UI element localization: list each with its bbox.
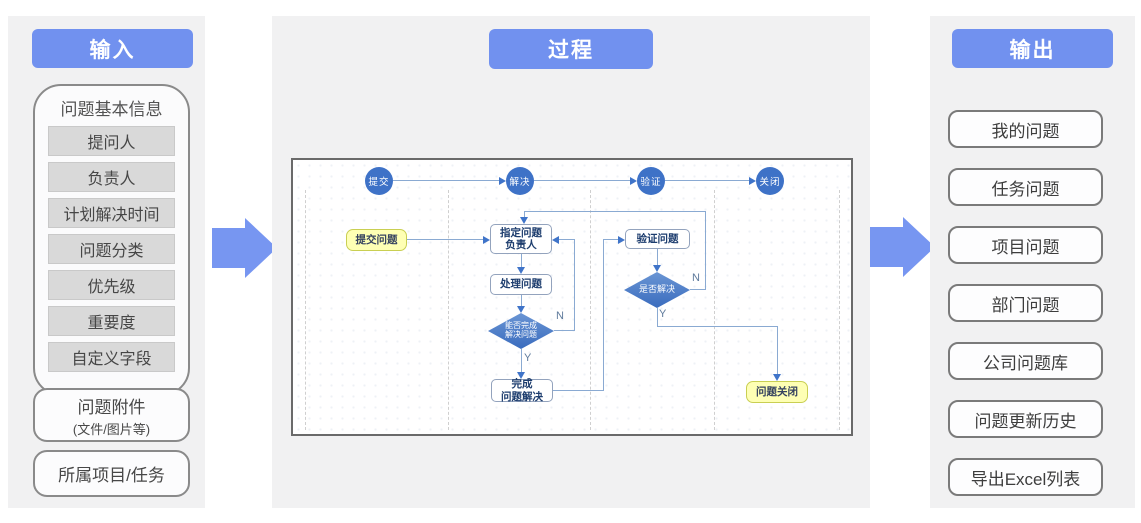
connector-line: [603, 239, 604, 391]
input-panel: 输入 问题基本信息 提问人 负责人 计划解决时间 问题分类 优先级 重要度 自定…: [8, 16, 205, 508]
output-panel: 输出 我的问题 任务问题 项目问题 部门问题 公司问题库 问题更新历史 导出Ex…: [930, 16, 1135, 508]
label-can-finish-no: N: [556, 310, 564, 322]
connector-line: [534, 180, 630, 181]
arrowhead-down-icon: [773, 374, 781, 381]
attachment-subtitle: (文件/图片等): [72, 421, 151, 437]
lane-divider: [839, 190, 840, 430]
attachment-title: 问题附件: [77, 397, 146, 417]
group-item-asker: 提问人: [48, 126, 175, 156]
process-panel: 过程 提交 解决 验证 关闭 提交问题 指定问题 负责人 处理问题 能否完成: [272, 16, 870, 508]
output-task-issues: 任务问题: [948, 168, 1103, 206]
arrowhead-down-icon: [653, 265, 661, 272]
connector-line: [554, 330, 574, 331]
connector-line: [574, 239, 575, 331]
arrowhead-right-icon: [749, 177, 756, 185]
arrow-input-to-process: [212, 218, 277, 278]
output-update-history: 问题更新历史: [948, 400, 1103, 438]
output-panel-title: 输出: [952, 29, 1113, 68]
arrow-bar: [870, 227, 903, 267]
connector-line: [524, 211, 705, 212]
project-task-box: 所属项目/任务: [33, 450, 190, 497]
output-export-excel: 导出Excel列表: [948, 458, 1103, 496]
connector-line: [521, 254, 522, 267]
arrow-process-to-output: [870, 217, 935, 277]
connector-line: [393, 180, 499, 181]
node-handle-issue: 处理问题: [490, 274, 552, 295]
group-item-plan-time: 计划解决时间: [48, 198, 175, 228]
arrow-head: [903, 217, 935, 277]
node-assign-owner: 指定问题 负责人: [490, 224, 552, 254]
output-project-issues: 项目问题: [948, 226, 1103, 264]
connector-line: [603, 239, 618, 240]
label-resolved-no: N: [692, 272, 700, 284]
arrowhead-right-icon: [483, 236, 490, 244]
label-can-finish-yes: Y: [524, 352, 532, 364]
arrowhead-right-icon: [618, 236, 625, 244]
label-resolved-yes: Y: [659, 308, 667, 320]
connector-line: [553, 390, 603, 391]
process-panel-title: 过程: [489, 29, 653, 69]
connector-line: [657, 249, 658, 265]
group-item-importance: 重要度: [48, 306, 175, 336]
stage-resolve: 解决: [506, 167, 534, 195]
group-item-priority: 优先级: [48, 270, 175, 300]
stage-submit: 提交: [365, 167, 393, 195]
lane-divider: [714, 190, 715, 430]
lane-divider: [305, 190, 306, 430]
decision-resolved: 是否解决: [624, 272, 690, 308]
connector-line: [524, 211, 525, 217]
stage-verify: 验证: [637, 167, 665, 195]
arrowhead-right-icon: [630, 177, 637, 185]
issue-basic-info-group: 问题基本信息 提问人 负责人 计划解决时间 问题分类 优先级 重要度 自定义字段: [33, 84, 190, 396]
connector-line: [777, 326, 778, 374]
connector-line: [559, 239, 574, 240]
arrowhead-down-icon: [517, 267, 525, 274]
output-company-library: 公司问题库: [948, 342, 1103, 380]
node-submit-issue: 提交问题: [346, 229, 407, 251]
output-my-issues: 我的问题: [948, 110, 1103, 148]
node-close-issue: 问题关闭: [746, 381, 808, 403]
connector-line: [657, 326, 777, 327]
arrowhead-right-icon: [499, 177, 506, 185]
group-item-category: 问题分类: [48, 234, 175, 264]
output-dept-issues: 部门问题: [948, 284, 1103, 322]
decision-can-finish: 能否完成 解决问题: [488, 313, 554, 349]
flowchart: 提交 解决 验证 关闭 提交问题 指定问题 负责人 处理问题 能否完成 解决问题…: [291, 158, 853, 436]
arrowhead-left-icon: [552, 236, 559, 244]
issue-attachment-box: 问题附件 (文件/图片等): [33, 388, 190, 442]
arrowhead-down-icon: [520, 217, 528, 224]
arrow-bar: [212, 228, 245, 268]
connector-line: [657, 308, 658, 326]
connector-line: [407, 239, 483, 240]
group-item-custom-field: 自定义字段: [48, 342, 175, 372]
lane-divider: [448, 190, 449, 430]
lane-divider: [590, 190, 591, 430]
connector-line: [665, 180, 749, 181]
group-title: 问题基本信息: [60, 100, 163, 119]
connector-line: [690, 289, 705, 290]
connector-line: [521, 295, 522, 306]
connector-line: [521, 349, 522, 372]
input-panel-title: 输入: [32, 29, 193, 68]
connector-line: [705, 211, 706, 290]
arrowhead-down-icon: [517, 372, 525, 379]
node-finish-resolution: 完成 问题解决: [491, 378, 553, 403]
node-verify-issue: 验证问题: [625, 229, 690, 249]
arrowhead-down-icon: [517, 306, 525, 313]
stage-close: 关闭: [756, 167, 784, 195]
group-item-owner: 负责人: [48, 162, 175, 192]
arrow-head: [245, 218, 277, 278]
